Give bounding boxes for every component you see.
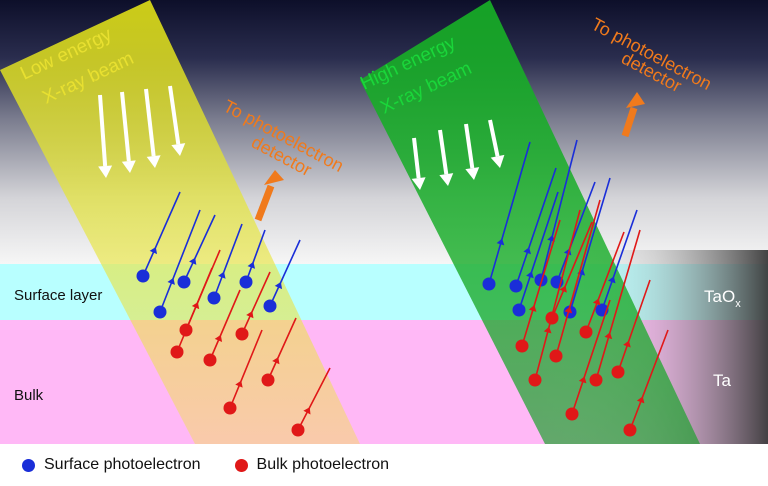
surface-dot-icon	[22, 458, 35, 472]
surface-photoelectron	[153, 209, 201, 319]
surface-photoelectron	[509, 167, 557, 293]
oxide-label: TaOx	[704, 287, 741, 310]
xray-arrow	[98, 94, 113, 178]
bulk-photoelectron	[623, 329, 669, 437]
legend: Surface photoelectron Bulk photoelectron	[0, 444, 768, 486]
bulk-photoelectron	[589, 229, 641, 387]
legend-item-bulk: Bulk photoelectron	[234, 456, 390, 474]
bulk-photoelectron	[611, 279, 651, 379]
surface-photoelectron	[482, 141, 531, 291]
xray-arrow	[438, 129, 454, 186]
xray-arrow	[168, 85, 186, 156]
surface-photoelectron	[534, 139, 578, 287]
surface-photoelectron	[177, 214, 216, 289]
surface-photoelectron	[263, 239, 301, 313]
bulk-photoelectron	[291, 367, 331, 437]
low-energy-beam	[0, 0, 360, 444]
oxide-label-main: TaO	[704, 287, 735, 306]
bulk-dot-icon	[234, 458, 248, 472]
xray-arrow	[464, 123, 480, 180]
surface-photoelectron	[239, 229, 266, 289]
high-energy-beam	[360, 0, 700, 444]
metal-label: Ta	[713, 371, 732, 390]
xray-arrow	[120, 91, 136, 173]
xray-arrow	[488, 119, 505, 168]
surface-photoelectron	[512, 191, 559, 317]
xray-arrow	[144, 88, 161, 168]
legend-label-bulk: Bulk photoelectron	[256, 456, 390, 473]
bulk-photoelectron	[549, 199, 601, 363]
x-ray-arrows	[98, 85, 505, 190]
bulk-photoelectron	[203, 289, 241, 367]
bulk-photoelectron	[235, 271, 271, 341]
surface-photoelectron	[136, 191, 181, 283]
bulk-photoelectron	[565, 299, 611, 421]
legend-item-surface: Surface photoelectron	[22, 456, 201, 474]
bulk-photoelectron	[579, 231, 625, 339]
bulk-photoelectron	[179, 249, 221, 337]
xray-arrow	[411, 137, 426, 190]
photoelectrons	[136, 139, 669, 437]
surface-layer-label: Surface layer	[14, 287, 102, 304]
bulk-photoelectron	[515, 219, 561, 353]
detector-arrow-right	[621, 92, 645, 138]
surface-photoelectron	[207, 223, 243, 305]
detector-arrow-left	[254, 170, 284, 222]
bulk-photoelectron	[545, 221, 593, 325]
bulk-photoelectron	[261, 317, 297, 387]
legend-label-surface: Surface photoelectron	[44, 456, 201, 473]
oxide-label-subscript: x	[735, 298, 741, 310]
bulk-photoelectron	[528, 209, 581, 387]
bulk-photoelectron	[223, 329, 263, 415]
bulk-label: Bulk	[14, 387, 44, 404]
